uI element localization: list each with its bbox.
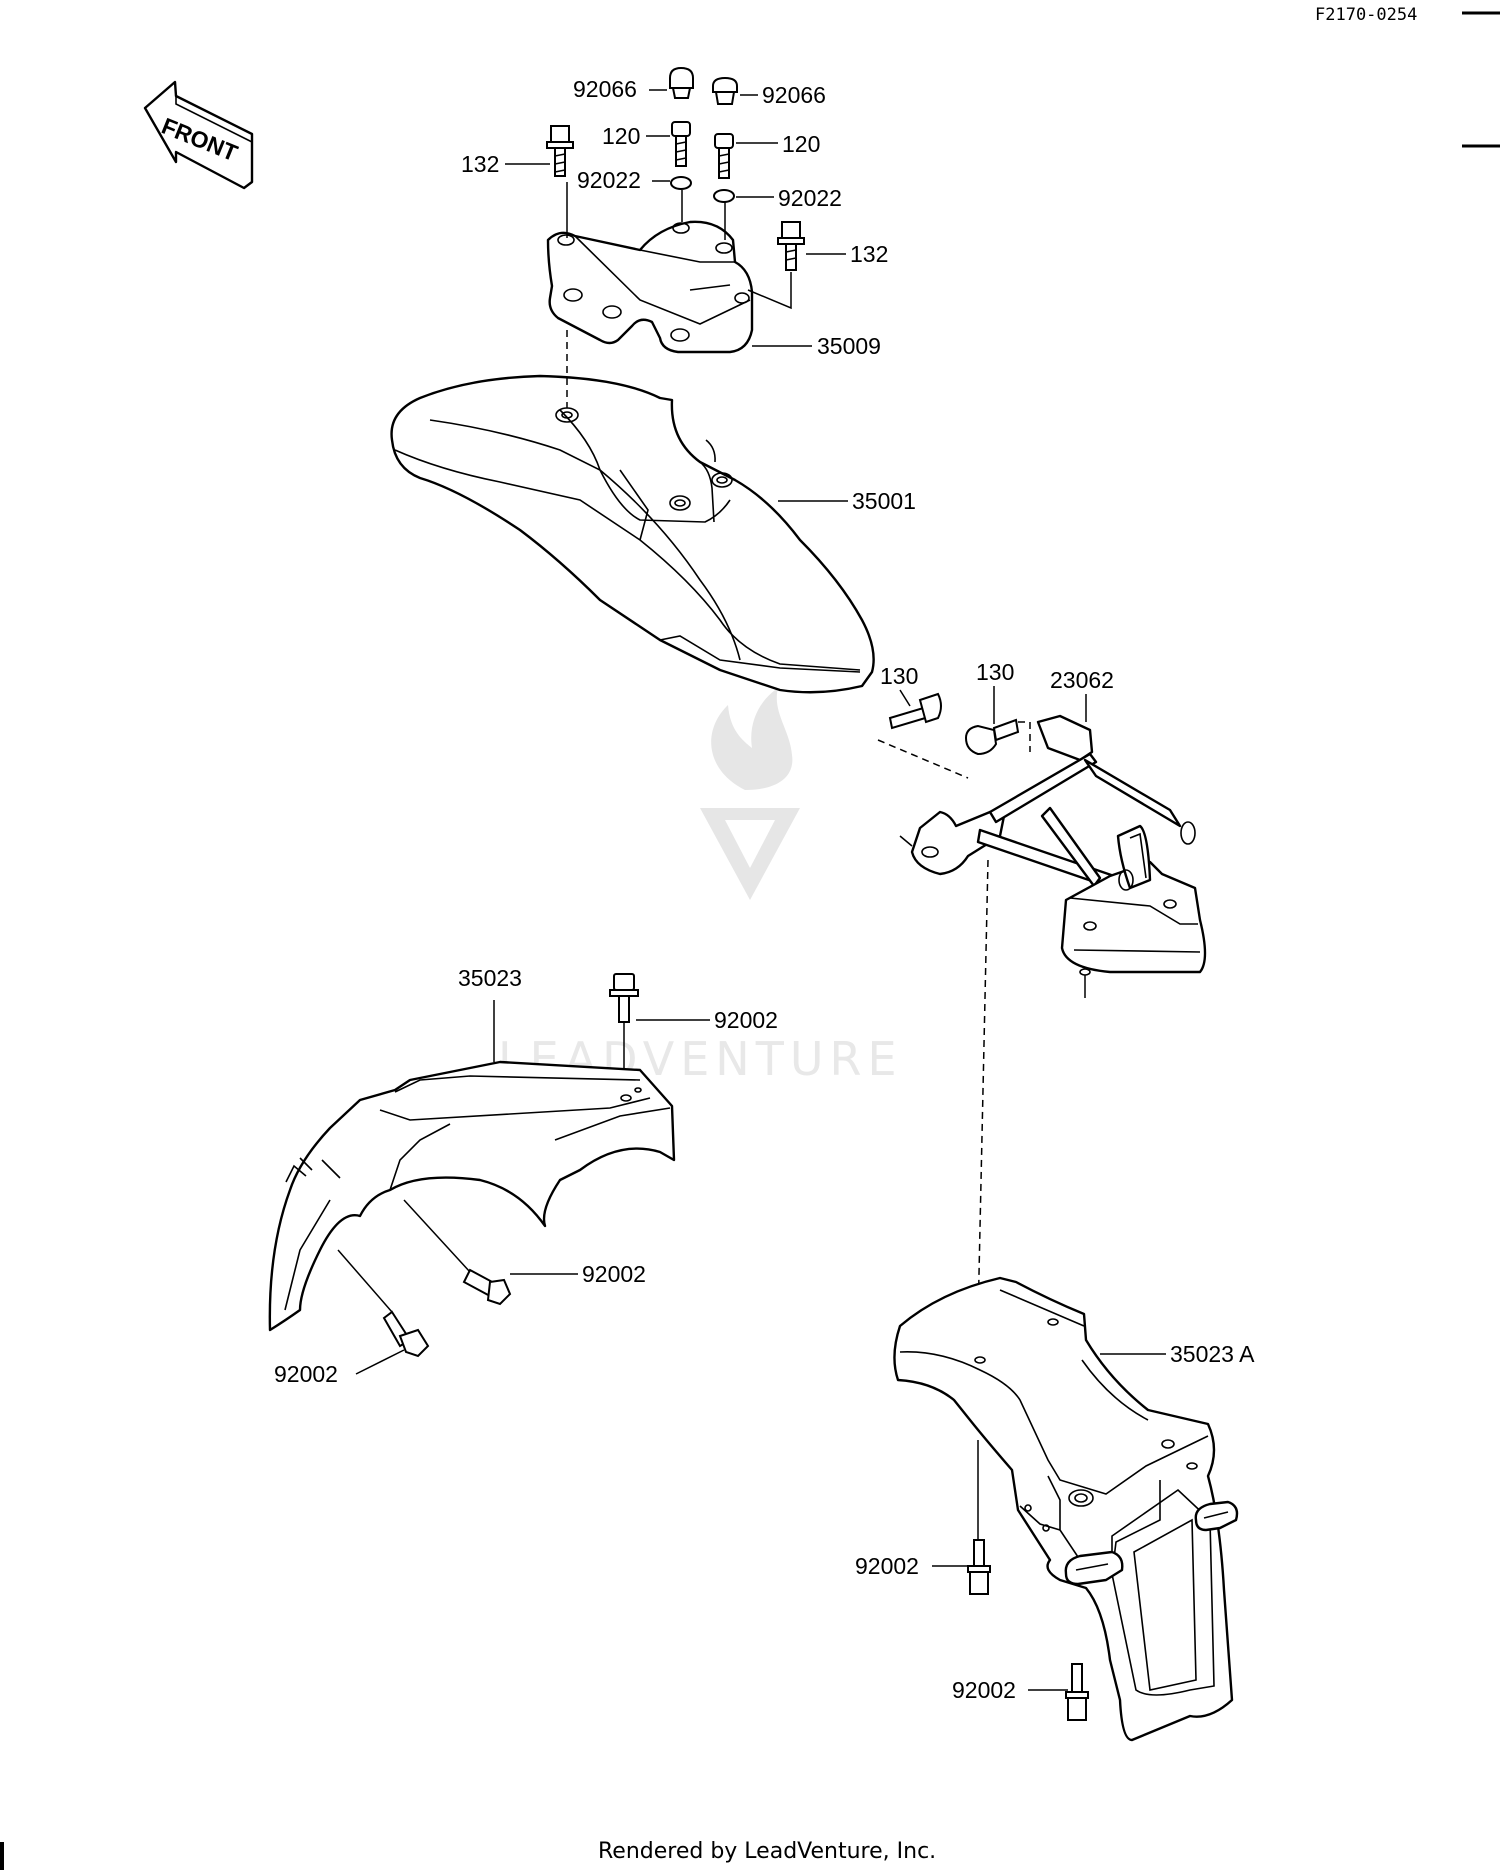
watermark-logo: LEADVENTURE bbox=[498, 688, 897, 1086]
callout-35023A: 35023 A bbox=[1170, 1341, 1255, 1367]
bracket-35009 bbox=[546, 220, 754, 354]
callout-35009: 35009 bbox=[817, 333, 881, 359]
callout-120-left: 120 bbox=[602, 123, 640, 149]
callout-92002-top: 92002 bbox=[714, 1007, 778, 1033]
front-arrow: FRONT bbox=[143, 80, 254, 190]
washer-92022-right bbox=[713, 189, 735, 203]
bolt-92002-bottom bbox=[1065, 1663, 1089, 1721]
bolt-92002-left bbox=[382, 1310, 430, 1358]
callout-130-right: 130 bbox=[976, 659, 1014, 685]
bolt-132-right bbox=[777, 221, 805, 271]
bolt-92002-top bbox=[609, 973, 639, 1023]
callout-92022-right: 92022 bbox=[778, 185, 842, 211]
bolt-92002-mid bbox=[462, 1268, 512, 1306]
callout-92066-left: 92066 bbox=[573, 76, 637, 102]
bolt-132-left bbox=[546, 125, 574, 177]
callout-132-right: 132 bbox=[850, 241, 888, 267]
callout-92066-right: 92066 bbox=[762, 82, 826, 108]
callout-23062: 23062 bbox=[1050, 667, 1114, 693]
cap-92066-right bbox=[712, 76, 738, 105]
callout-92002-mid: 92002 bbox=[582, 1261, 646, 1287]
callout-92002-left: 92002 bbox=[274, 1361, 338, 1387]
inner-fender-35023 bbox=[268, 1060, 676, 1332]
callout-35001: 35001 bbox=[852, 488, 916, 514]
callout-120-right: 120 bbox=[782, 131, 820, 157]
callout-92022-left: 92022 bbox=[577, 167, 641, 193]
rear-fender-35023A bbox=[893, 1276, 1239, 1742]
cap-92066-left bbox=[669, 66, 694, 99]
footer-credit: Rendered by LeadVenture, Inc. bbox=[598, 1839, 936, 1864]
bolt-120-left bbox=[671, 121, 691, 167]
callout-92002-bottom: 92002 bbox=[952, 1677, 1016, 1703]
bolt-92002-lower bbox=[967, 1539, 991, 1595]
callout-130-left: 130 bbox=[880, 663, 918, 689]
callout-92002-lower: 92002 bbox=[855, 1553, 919, 1579]
assembly-line-bracket-rear bbox=[977, 859, 989, 1321]
callout-132-left: 132 bbox=[461, 151, 499, 177]
bolt-130-left bbox=[888, 692, 942, 730]
washer-92022-left bbox=[670, 176, 692, 190]
diagram-code: F2170-0254 bbox=[1315, 5, 1417, 25]
bracket-23062 bbox=[910, 714, 1207, 976]
bolt-130-right bbox=[964, 718, 1020, 756]
bolt-120-right bbox=[714, 133, 734, 179]
front-fender-35001 bbox=[390, 374, 875, 694]
callout-35023: 35023 bbox=[458, 965, 522, 991]
